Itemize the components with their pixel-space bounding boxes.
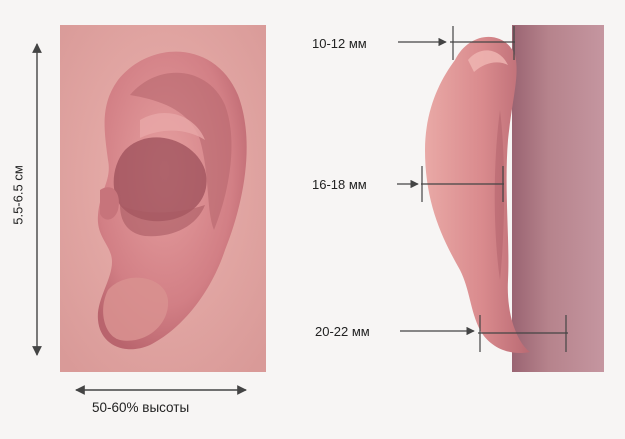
ear-width-label: 50-60% высоты (92, 400, 190, 415)
lobe-depth-label: 20-22 мм (315, 324, 370, 339)
lobe-measure (400, 315, 568, 352)
middle-depth-label: 16-18 мм (312, 177, 367, 192)
ear-height-label: 5.5-6.5 см (10, 165, 26, 225)
middle-measure (397, 166, 504, 202)
top-measure (398, 26, 515, 60)
head-side (512, 25, 604, 372)
top-depth-label: 10-12 мм (312, 36, 367, 51)
side-ear-drawing (425, 36, 530, 354)
front-ear-drawing (97, 51, 247, 350)
